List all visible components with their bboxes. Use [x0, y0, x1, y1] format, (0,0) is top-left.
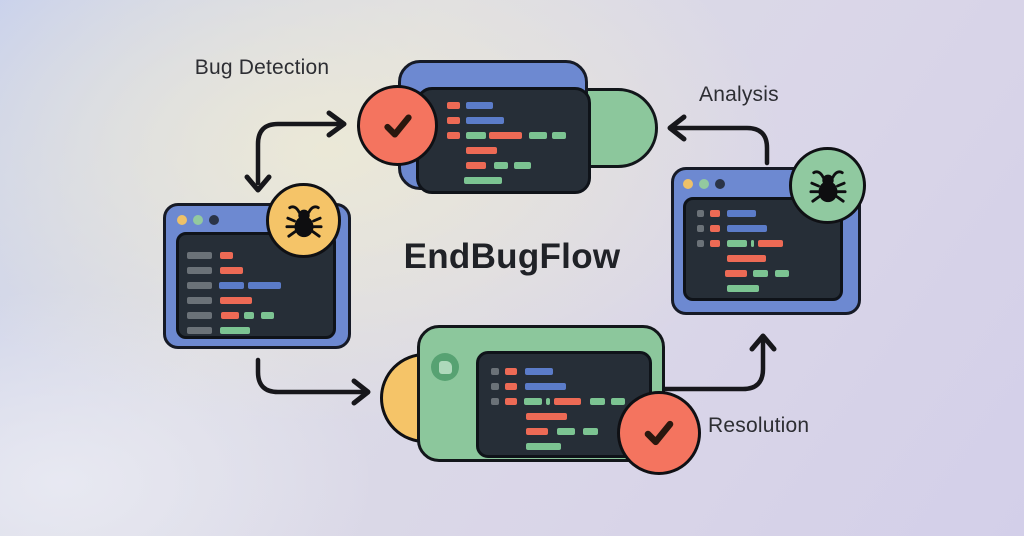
code-line [697, 251, 840, 266]
file-icon [438, 360, 452, 374]
diagram-title: EndBugFlow [403, 237, 621, 276]
check-badge [357, 85, 438, 166]
code-line [491, 424, 649, 439]
code-line [187, 323, 333, 338]
label-analysis: Analysis [699, 83, 779, 106]
code-line [697, 236, 840, 251]
code-line [697, 281, 840, 296]
code-line [697, 266, 840, 281]
code-panel [683, 197, 843, 301]
code-line [447, 113, 588, 128]
window-control-dot-green [193, 215, 203, 225]
check-badge [617, 391, 701, 475]
code-line [697, 221, 840, 236]
bug-icon [284, 204, 323, 238]
code-line [697, 206, 840, 221]
check-icon [644, 420, 674, 446]
code-line [447, 98, 588, 113]
window-control-dot-yellow [683, 179, 693, 189]
bug-badge [789, 147, 866, 224]
code-line [491, 394, 649, 409]
label-bug-detection: Bug Detection [194, 56, 330, 79]
code-line [447, 158, 588, 173]
code-line [187, 308, 333, 323]
code-line [491, 439, 649, 454]
check-icon [383, 113, 412, 138]
code-line [447, 143, 588, 158]
bug-icon [808, 169, 847, 203]
window-control-dot-dark [209, 215, 219, 225]
label-resolution: Resolution [708, 414, 810, 437]
arrow-left-to-bottom [255, 357, 371, 406]
code-line [187, 293, 333, 308]
window-control-dot-yellow [177, 215, 187, 225]
code-line [447, 173, 588, 188]
arrow-bug-detection [244, 110, 347, 193]
code-line [187, 278, 333, 293]
code-line [491, 409, 649, 424]
bug-badge [266, 183, 341, 258]
code-line [491, 364, 649, 379]
code-line [187, 248, 333, 263]
window-control-dot-dark [715, 179, 725, 189]
code-panel [416, 87, 591, 194]
arrow-analysis [667, 114, 770, 166]
arrow-resolution-to-analysis [657, 333, 777, 392]
code-line [447, 128, 588, 143]
code-line [187, 263, 333, 278]
window-control-dot-green [699, 179, 709, 189]
code-line [491, 379, 649, 394]
file-badge [431, 353, 459, 381]
